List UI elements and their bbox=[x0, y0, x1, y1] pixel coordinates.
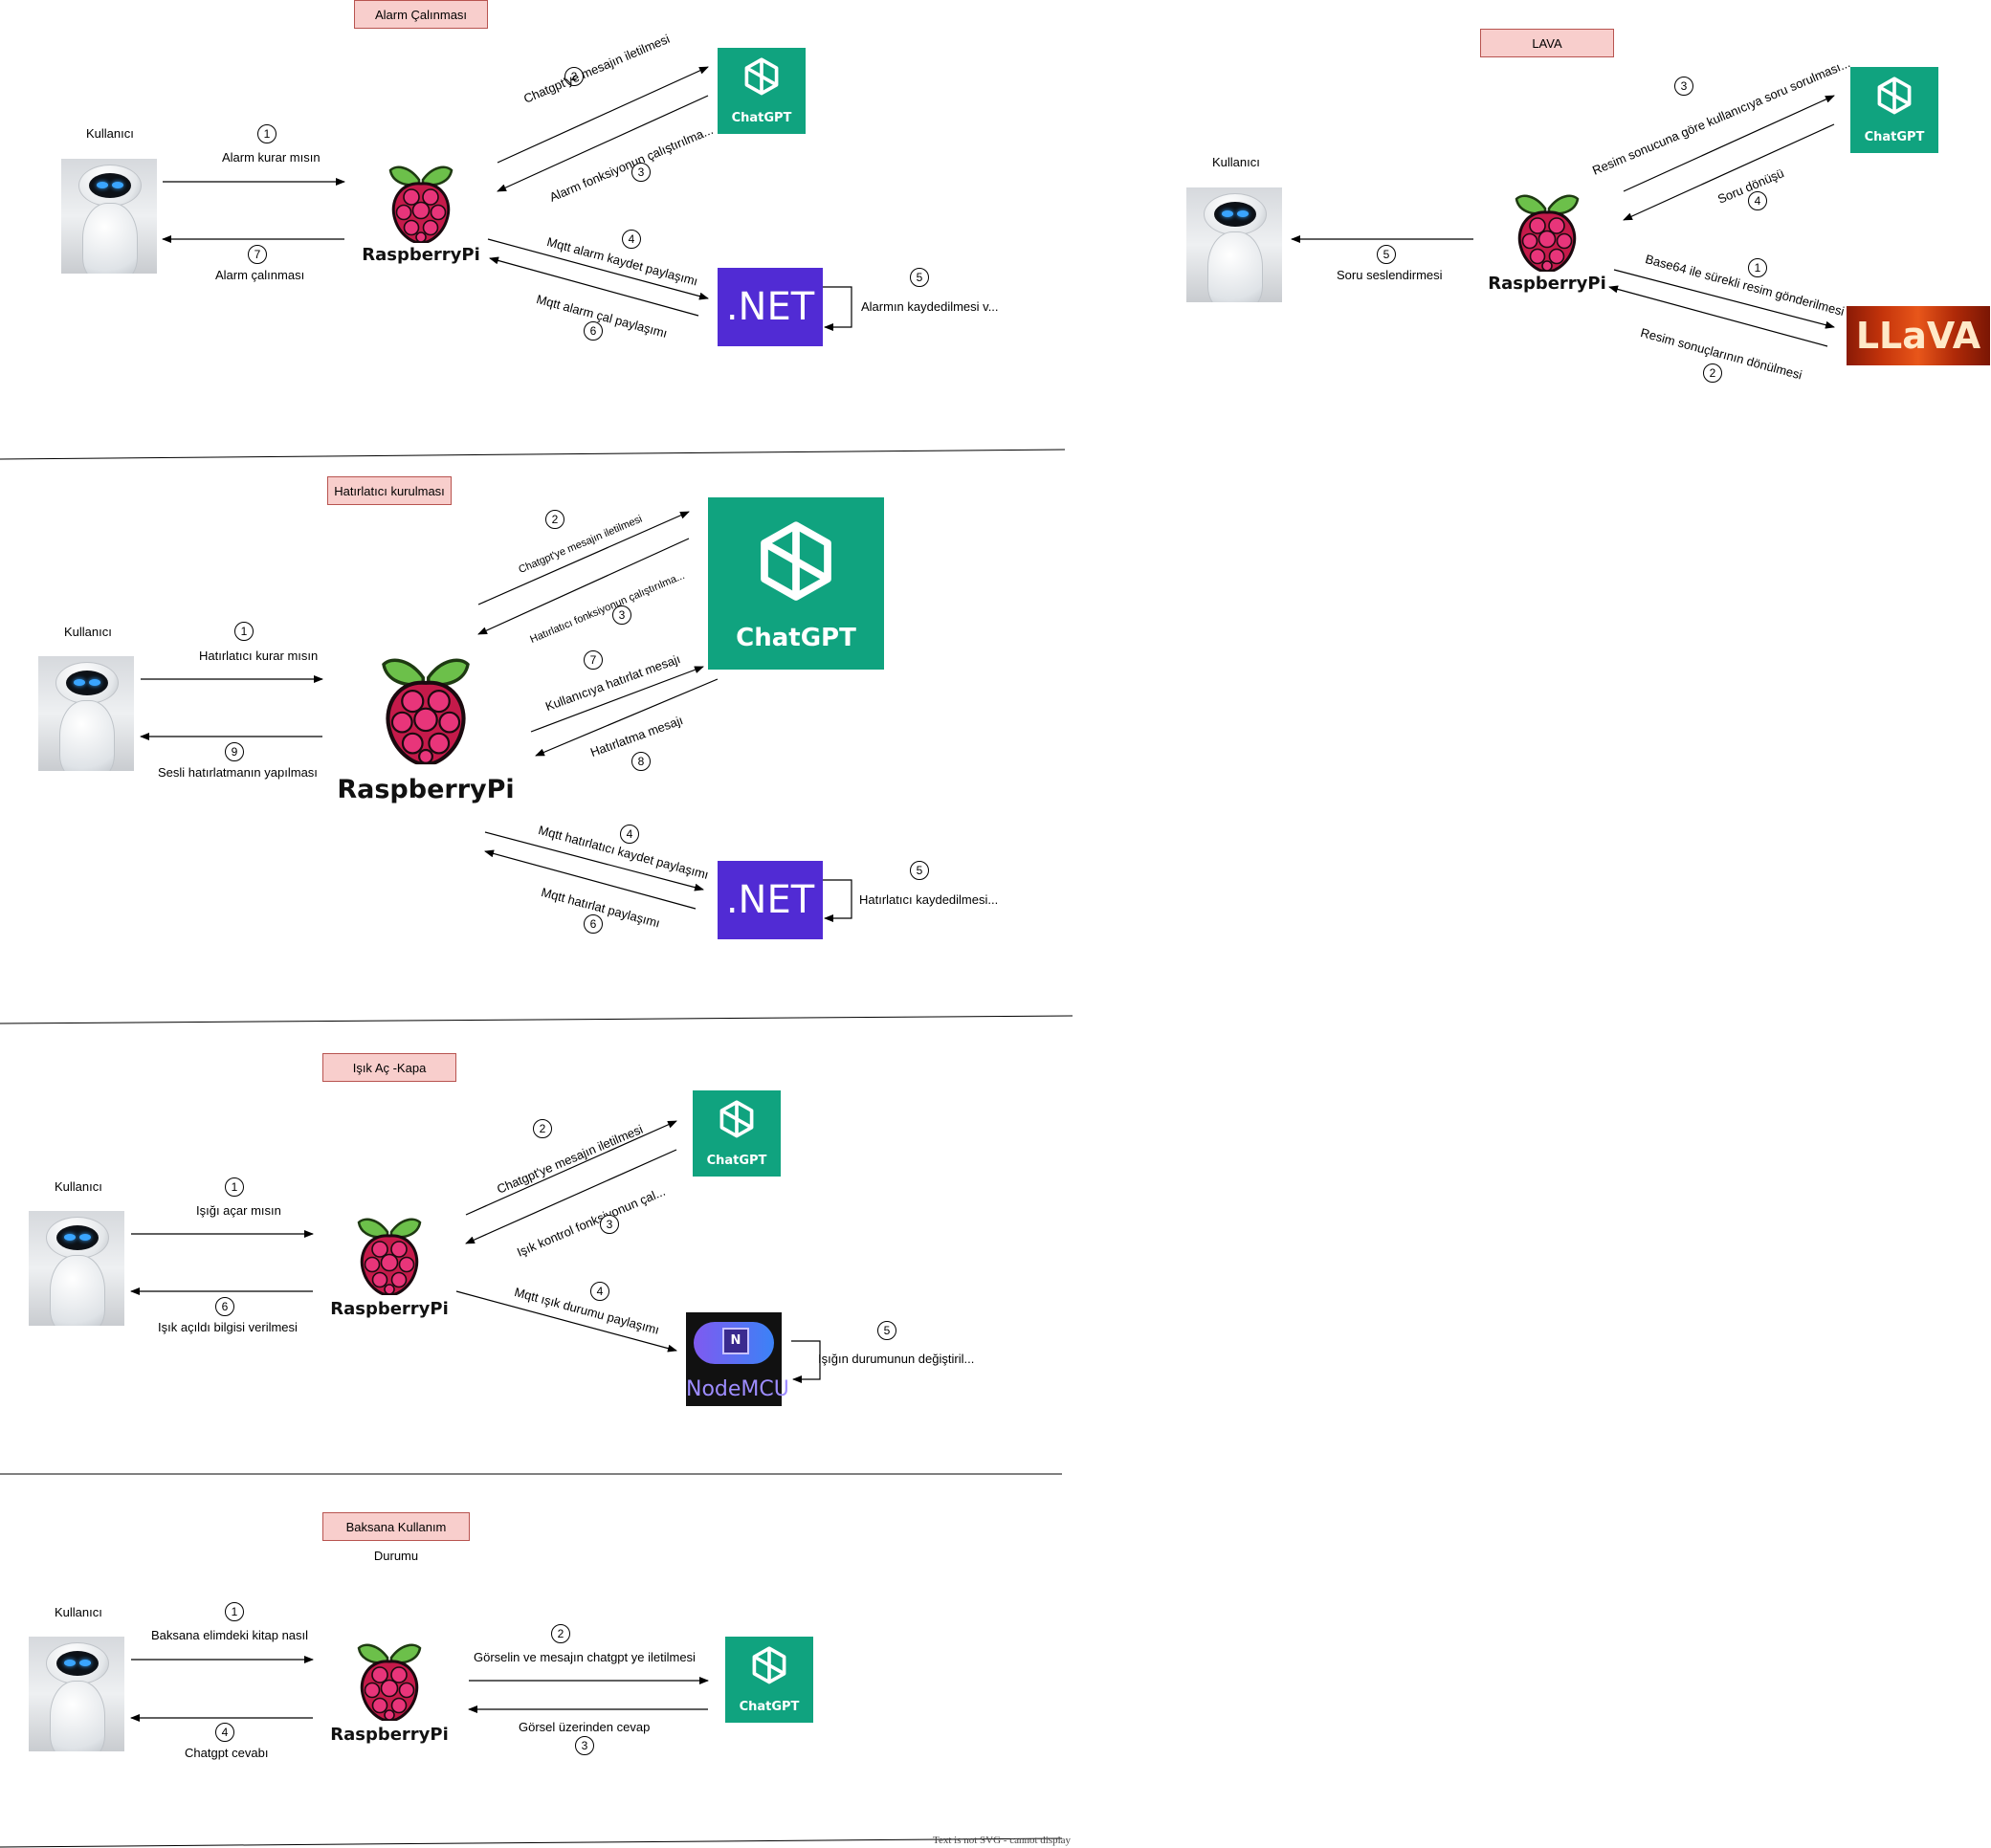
step-number: 1 bbox=[234, 622, 254, 641]
step-label: Baksana elimdeki kitap nasıl bbox=[151, 1628, 309, 1642]
step-number: 3 bbox=[631, 163, 651, 182]
arrow-chatgpt-to-pi bbox=[1623, 123, 1835, 221]
arrow-pi-to-chatgpt bbox=[497, 66, 709, 164]
step-number: 8 bbox=[631, 752, 651, 771]
chatgpt-logo-icon: ChatGPT bbox=[718, 48, 806, 134]
user-label: Kullanıcı bbox=[55, 1179, 102, 1194]
llava-logo-icon: LLaVA bbox=[1847, 306, 1990, 365]
step-label: Alarm kurar mısın bbox=[222, 150, 321, 165]
section-title: Alarm Çalınması bbox=[354, 0, 488, 29]
step-label: Hatırlatıcı kurar mısın bbox=[199, 649, 319, 663]
step-number: 4 bbox=[215, 1723, 234, 1742]
robot-avatar-icon bbox=[38, 656, 134, 771]
step-label: Görselin ve mesajın chatgpt ye iletilmes… bbox=[474, 1650, 696, 1664]
user-label: Kullanıcı bbox=[55, 1605, 102, 1619]
raspberry-pi-logo-icon: RaspberryPi bbox=[362, 161, 480, 265]
step-label: Chatgpt cevabı bbox=[185, 1746, 269, 1760]
step-label: Alarm çalınması bbox=[215, 268, 305, 282]
arrow-pi-to-dotnet bbox=[487, 238, 709, 300]
arrow-pi-to-llava bbox=[1613, 269, 1835, 329]
step-label: Hatırlatıcı kaydedilmesi... bbox=[859, 892, 999, 907]
arrow-chatgpt-to-pi bbox=[535, 678, 719, 757]
arrow-pi-to-nodemcu bbox=[455, 1290, 677, 1353]
separator-line bbox=[0, 449, 1066, 460]
step-label: Görsel üzerinden cevap bbox=[519, 1720, 651, 1734]
step-number: 4 bbox=[1748, 191, 1767, 210]
step-number: 3 bbox=[575, 1736, 594, 1755]
arrow-chatgpt-to-pi bbox=[497, 95, 709, 192]
step-number: 2 bbox=[545, 510, 564, 529]
separator-line bbox=[0, 1837, 1063, 1848]
robot-avatar-icon bbox=[29, 1211, 124, 1326]
arrow-pi-to-chatgpt bbox=[1623, 95, 1835, 192]
section-title: Baksana Kullanım Durumu bbox=[322, 1512, 470, 1563]
step-number: 5 bbox=[910, 861, 929, 880]
step-number: 5 bbox=[1377, 245, 1396, 264]
step-number: 1 bbox=[1748, 258, 1767, 277]
section-title: Hatırlatıcı kurulması bbox=[327, 476, 452, 505]
robot-avatar-icon bbox=[29, 1637, 124, 1751]
step-number: 2 bbox=[551, 1624, 570, 1643]
step-number: 1 bbox=[225, 1602, 244, 1621]
step-number: 2 bbox=[564, 67, 584, 86]
step-number: 1 bbox=[225, 1177, 244, 1197]
step-number: 7 bbox=[248, 245, 267, 264]
raspberry-pi-logo-icon: RaspberryPi bbox=[330, 1213, 449, 1319]
step-label: Alarmın kaydedilmesi v... bbox=[861, 299, 999, 314]
step-label: Sesli hatırlatmanın yapılması bbox=[158, 765, 318, 780]
step-number: 4 bbox=[622, 230, 641, 249]
arrow-chatgpt-to-pi bbox=[465, 1149, 677, 1244]
section-title: LAVA bbox=[1480, 29, 1614, 57]
arrow-pi-to-chatgpt bbox=[530, 666, 704, 733]
step-number: 4 bbox=[620, 825, 639, 844]
step-label: Soru seslendirmesi bbox=[1337, 268, 1443, 282]
raspberry-pi-logo-icon: RaspberryPi bbox=[330, 1639, 449, 1745]
arrow-dotnet-to-pi bbox=[489, 256, 699, 317]
raspberry-pi-logo-icon: RaspberryPi bbox=[337, 650, 515, 804]
dotnet-logo-icon: .NET bbox=[718, 861, 823, 939]
step-number: 6 bbox=[215, 1297, 234, 1316]
user-label: Kullanıcı bbox=[1212, 155, 1260, 169]
robot-avatar-icon bbox=[1186, 187, 1282, 302]
arrow-chatgpt-to-pi bbox=[477, 538, 690, 635]
chatgpt-logo-icon: ChatGPT bbox=[725, 1637, 813, 1723]
step-number: 7 bbox=[584, 650, 603, 670]
raspberry-pi-logo-icon: RaspberryPi bbox=[1488, 189, 1606, 294]
chatgpt-logo-icon: ChatGPT bbox=[708, 497, 884, 670]
footer-note: Text is not SVG - cannot display bbox=[933, 1835, 1072, 1846]
chatgpt-logo-icon: ChatGPT bbox=[693, 1090, 781, 1177]
arrow-dotnet-self bbox=[823, 879, 852, 922]
step-number: 2 bbox=[1703, 363, 1722, 383]
arrow-pi-to-chatgpt bbox=[465, 1120, 677, 1216]
robot-avatar-icon bbox=[61, 159, 157, 274]
chatgpt-logo-icon: ChatGPT bbox=[1850, 67, 1938, 153]
arrow-dotnet-to-pi bbox=[484, 849, 697, 910]
step-number: 9 bbox=[225, 742, 244, 761]
step-number: 5 bbox=[877, 1321, 896, 1340]
dotnet-logo-icon: .NET bbox=[718, 268, 823, 346]
step-number: 5 bbox=[910, 268, 929, 287]
step-number: 6 bbox=[584, 914, 603, 934]
step-number: 4 bbox=[590, 1282, 609, 1301]
step-label: Işığı açar mısın bbox=[196, 1203, 281, 1218]
step-number: 3 bbox=[600, 1215, 619, 1234]
step-label: Işığın durumunun değiştiril... bbox=[818, 1352, 975, 1366]
arrow-pi-to-dotnet bbox=[484, 831, 704, 891]
step-number: 2 bbox=[533, 1119, 552, 1138]
step-label: Işık açıldı bilgisi verilmesi bbox=[158, 1320, 298, 1334]
user-label: Kullanıcı bbox=[64, 625, 112, 639]
arrow-dotnet-self bbox=[823, 286, 852, 331]
separator-line bbox=[0, 1015, 1073, 1024]
arrow-pi-to-chatgpt bbox=[477, 511, 690, 605]
arrow-llava-to-pi bbox=[1608, 285, 1828, 347]
step-number: 3 bbox=[612, 605, 631, 625]
arrow-nodemcu-self bbox=[791, 1340, 821, 1383]
step-number: 1 bbox=[257, 124, 277, 143]
user-label: Kullanıcı bbox=[86, 126, 134, 141]
section-title: Işık Aç -Kapa bbox=[322, 1053, 456, 1082]
step-number: 6 bbox=[584, 321, 603, 341]
step-number: 3 bbox=[1674, 77, 1693, 96]
